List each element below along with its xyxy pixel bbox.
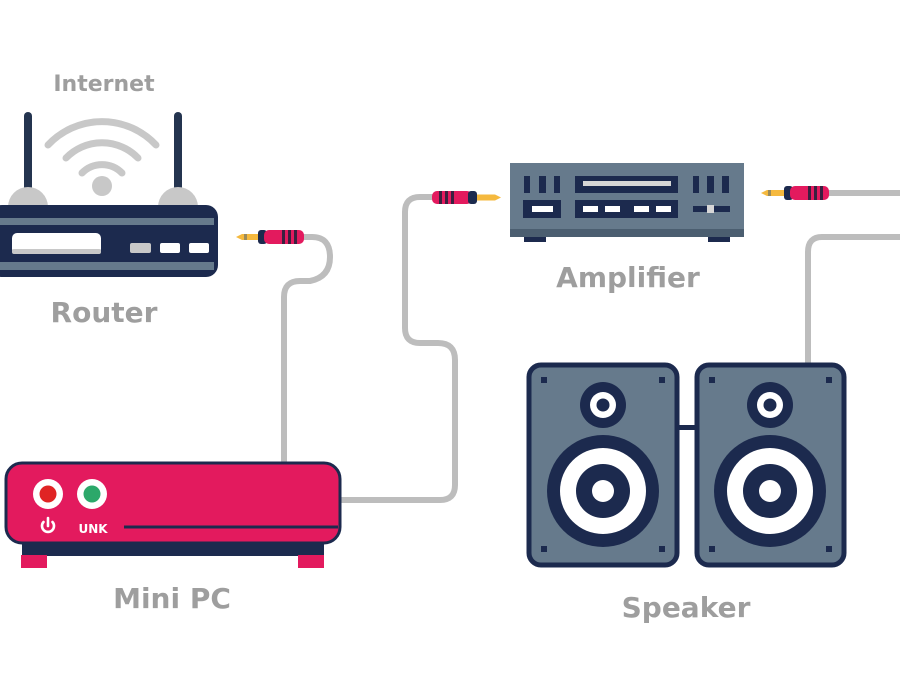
amplifier-foot	[708, 236, 730, 242]
amplifier-buttons	[575, 200, 678, 218]
cable-router-to-minipc	[281, 234, 333, 465]
speakers: Speaker	[526, 362, 847, 624]
speaker-right	[694, 362, 847, 568]
unk-label: UNK	[78, 522, 108, 536]
cable-minipc-to-amplifier	[337, 194, 458, 503]
mini-pc: UNK Mini PC	[4, 461, 342, 615]
speaker-label: Speaker	[622, 591, 751, 624]
router-label: Router	[51, 296, 158, 329]
router-display	[12, 233, 101, 254]
internet-label: Internet	[53, 72, 155, 97]
speaker-left	[526, 362, 680, 568]
wifi-icon	[44, 118, 160, 196]
mini-pc-label: Mini PC	[113, 582, 231, 615]
amplifier-label: Amplifier	[556, 261, 700, 294]
router-led	[130, 243, 151, 253]
mini-pc-foot	[21, 555, 47, 568]
amplifier-foot	[524, 236, 546, 242]
speaker-link	[676, 425, 698, 430]
mini-pc-foot	[298, 555, 324, 568]
antenna-base-left	[8, 187, 48, 207]
audio-jack-icon	[236, 230, 304, 244]
audio-jack-icon	[761, 186, 829, 200]
router: Internet Router	[0, 72, 218, 329]
amplifier: Amplifier	[510, 163, 744, 294]
audio-jack-icon	[432, 191, 501, 204]
router-led	[160, 243, 180, 253]
power-icon	[40, 516, 56, 534]
cable-to-speaker	[805, 234, 900, 367]
router-led	[189, 243, 209, 253]
antenna-base-right	[158, 187, 198, 207]
